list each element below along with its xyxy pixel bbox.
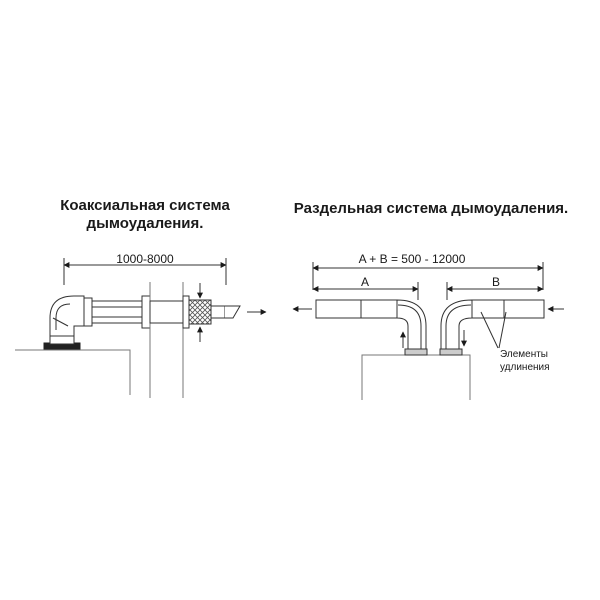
sep-extension-pointer-2 bbox=[498, 311, 507, 349]
sep-a-pipe-2 bbox=[360, 299, 398, 319]
sep-b-label: B bbox=[492, 275, 500, 289]
coax-pipe-through-wall bbox=[149, 300, 184, 324]
sep-b-elbow bbox=[440, 299, 473, 350]
coax-pipe bbox=[91, 300, 143, 324]
sep-b-pipe-2 bbox=[503, 299, 545, 319]
coaxial-title-line2: дымоудаления. bbox=[86, 215, 204, 232]
sep-b-elbow-inner bbox=[445, 304, 472, 349]
sep-extension-label-line1: Элементы bbox=[500, 349, 548, 360]
coax-elbow-joint bbox=[52, 317, 69, 327]
coax-elbow bbox=[49, 295, 85, 337]
sep-left-outlet-base bbox=[404, 348, 428, 356]
coaxial-system-title: Коаксиальная система дымоудаления. bbox=[40, 197, 250, 233]
sep-extension-pointer-1 bbox=[480, 311, 499, 349]
coax-flue-outlet bbox=[210, 305, 226, 319]
sep-formula-label: A + B = 500 - 12000 bbox=[359, 252, 466, 266]
separate-system-title: Раздельная система дымоудаления. bbox=[293, 200, 569, 217]
coax-dimension-label: 1000-8000 bbox=[116, 252, 174, 266]
sep-a-elbow-inner bbox=[397, 304, 422, 349]
sep-a-pipe-1 bbox=[315, 299, 362, 319]
sep-a-label: A bbox=[361, 275, 369, 289]
sep-boiler-outline bbox=[361, 354, 471, 400]
sep-right-outlet-base bbox=[439, 348, 463, 356]
coax-flue-tip bbox=[225, 305, 241, 319]
sep-b-pipe-1 bbox=[471, 299, 505, 319]
coax-elbow-base bbox=[49, 335, 75, 345]
coax-outer-flange bbox=[182, 295, 190, 329]
coax-elbow-inner bbox=[55, 303, 71, 330]
coax-air-intake-grille bbox=[188, 299, 212, 325]
coax-coupling bbox=[83, 297, 93, 327]
coaxial-diagram bbox=[15, 258, 267, 398]
coax-wall-collar bbox=[141, 295, 151, 329]
coaxial-title-line1: Коаксиальная система bbox=[60, 197, 230, 214]
sep-a-elbow bbox=[396, 299, 427, 350]
separate-diagram bbox=[292, 262, 564, 400]
coax-boiler-outline bbox=[15, 349, 131, 395]
sep-extension-label-line2: удлинения bbox=[500, 362, 550, 373]
